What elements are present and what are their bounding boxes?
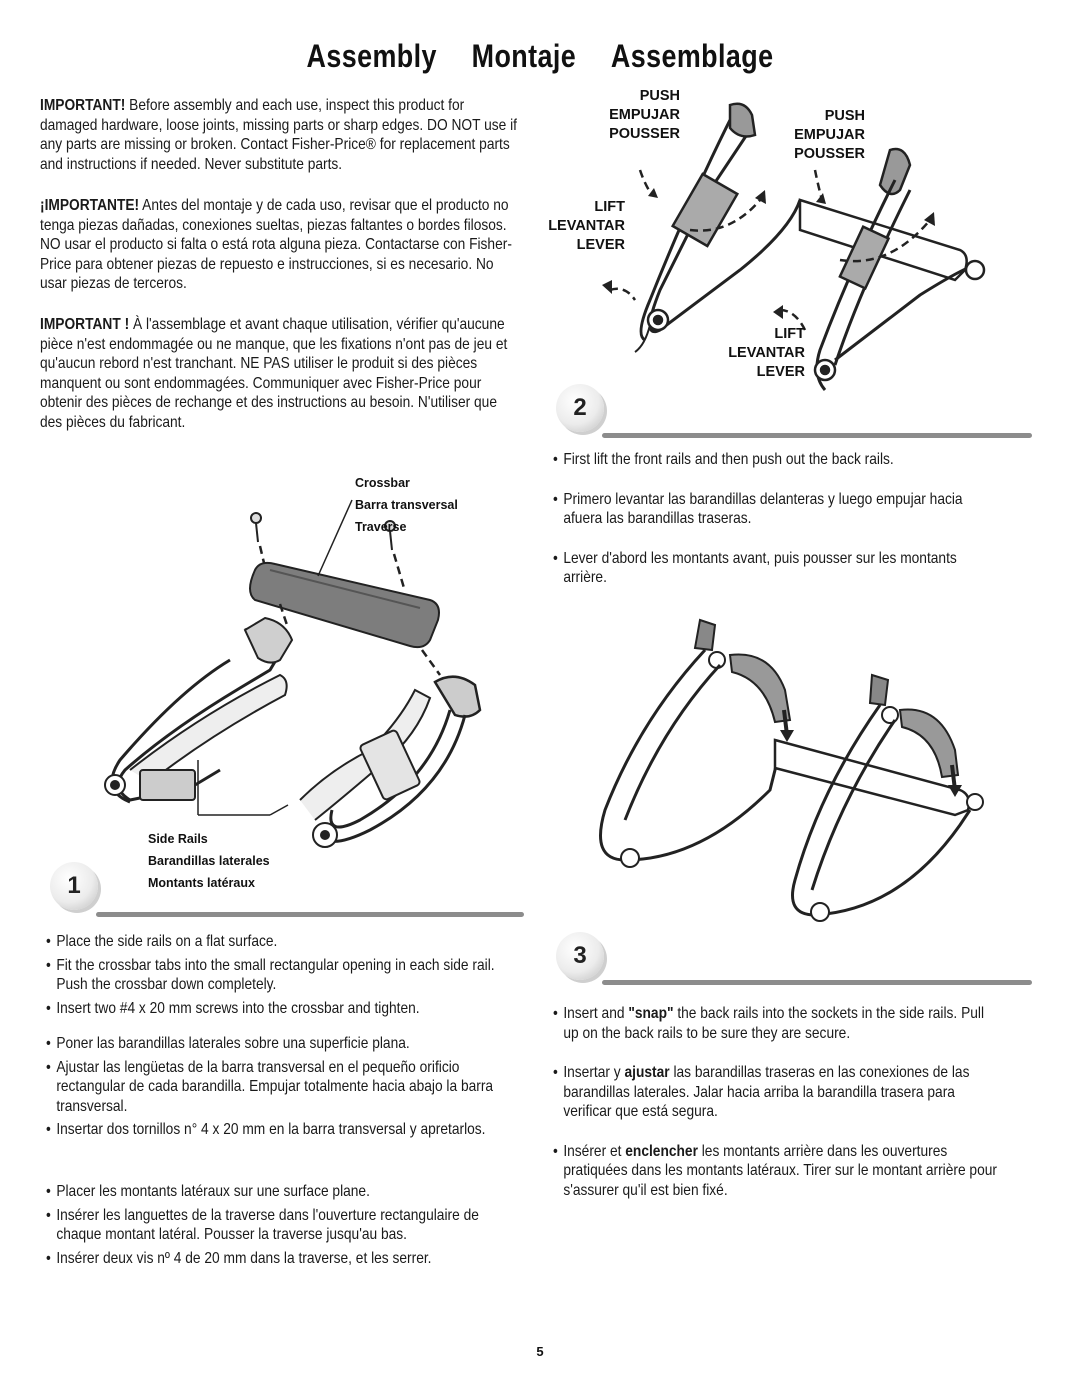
step3-en-bold: "snap" — [628, 1005, 674, 1022]
warning-spanish-lead: ¡IMPORTANTE! — [40, 197, 140, 214]
title-english: Assembly — [306, 38, 437, 74]
step1-bullets-french: Placer les montants latéraux sur une sur… — [46, 1182, 591, 1268]
step2-illustration — [602, 102, 986, 391]
warning-spanish-text: Antes del montaje y de cada uso, revisar… — [40, 197, 512, 292]
step2-divider — [602, 433, 1032, 438]
screw-left-icon — [250, 512, 262, 543]
crossbar-label-es: Barra transversal — [355, 498, 458, 512]
push-label-left: PUSH EMPUJAR POUSSER — [605, 87, 680, 144]
list-item: Insérer deux vis nº 4 de 20 mm dans la t… — [46, 1249, 515, 1269]
crossbar-label-fr: Traverse — [355, 520, 407, 534]
crossbar-label: Crossbar Barra transversal Traverse — [355, 472, 458, 538]
list-item: Lever d'abord les montants avant, puis p… — [553, 549, 1000, 588]
push-label-right-fr: POUSSER — [794, 146, 865, 162]
push-label-right: PUSH EMPUJAR POUSSER — [790, 107, 865, 164]
step3-illustration — [599, 618, 984, 922]
step3-divider — [602, 980, 1032, 985]
list-item: Place the side rails on a flat surface. — [46, 932, 510, 952]
lift-label-right-fr: LEVER — [756, 364, 805, 380]
list-item: Insertar y ajustar las barandillas trase… — [553, 1063, 1000, 1122]
warning-english-lead: IMPORTANT! — [40, 97, 126, 114]
lift-label-left-fr: LEVER — [576, 237, 625, 253]
list-item: Placer les montants latéraux sur une sur… — [46, 1182, 515, 1202]
crossbar-label-en: Crossbar — [355, 476, 410, 490]
step3-es-bold: ajustar — [624, 1064, 670, 1081]
title-french: Assemblage — [610, 38, 774, 74]
step3-bullets: Insert and "snap" the back rails into th… — [553, 1004, 1073, 1200]
step3-fr-post: les montants arrière dans les ouvertures… — [563, 1142, 997, 1199]
step2-number-badge: 2 — [556, 384, 604, 432]
lift-label-left: LIFT LEVANTAR LEVER — [545, 198, 625, 255]
step1-bullets-spanish: Poner las barandillas laterales sobre un… — [46, 1034, 566, 1140]
side-rails-label-fr: Montants latéraux — [148, 876, 255, 890]
list-item: Insert two #4 x 20 mm screws into the cr… — [46, 999, 510, 1019]
list-item: Fit the crossbar tabs into the small rec… — [46, 956, 510, 995]
step3-es-pre: Insertar y — [563, 1064, 625, 1081]
side-rails-label-es: Barandillas laterales — [148, 854, 270, 868]
side-rails-label-en: Side Rails — [148, 832, 208, 846]
step2-bullets: First lift the front rails and then push… — [553, 450, 1073, 588]
side-rails-label: Side Rails Barandillas laterales Montant… — [148, 828, 270, 894]
push-label-right-es: EMPUJAR — [794, 127, 865, 143]
page-title: Assembly Montaje Assemblage — [86, 38, 993, 75]
push-label-left-fr: POUSSER — [609, 126, 680, 142]
warning-french-lead: IMPORTANT ! — [40, 316, 130, 333]
lift-label-right-en: LIFT — [774, 326, 805, 342]
push-label-left-en: PUSH — [639, 88, 680, 104]
step3-es-post: las barandillas traseras en las conexion… — [563, 1064, 970, 1120]
list-item: First lift the front rails and then push… — [553, 450, 1000, 470]
page-number: 5 — [536, 1344, 544, 1359]
step1-bullets-english: Place the side rails on a flat surface. … — [46, 932, 586, 1018]
list-item: Insérer les languettes de la traverse da… — [46, 1206, 515, 1245]
list-item: Ajustar las lengüetas de la barra transv… — [46, 1058, 493, 1117]
list-item: Insert and "snap" the back rails into th… — [553, 1004, 1000, 1043]
list-item: Primero levantar las barandillas delante… — [553, 490, 1000, 529]
step3-en-pre: Insert and — [563, 1005, 629, 1022]
title-spanish: Montaje — [471, 38, 577, 74]
lift-label-right: LIFT LEVANTAR LEVER — [725, 325, 805, 382]
push-label-left-es: EMPUJAR — [609, 107, 680, 123]
warning-french: IMPORTANT ! À l'assemblage et avant chaq… — [40, 315, 600, 432]
step3-number-badge: 3 — [556, 932, 604, 980]
lift-label-left-en: LIFT — [594, 199, 625, 215]
step3-en-post: the back rails into the sockets in the s… — [563, 1005, 985, 1042]
screw-right-icon — [384, 520, 396, 551]
lift-label-right-es: LEVANTAR — [728, 345, 805, 361]
list-item: Insertar dos tornillos n° 4 x 20 mm en l… — [46, 1120, 493, 1140]
step1-number-badge: 1 — [50, 862, 98, 910]
warning-english-text: Before assembly and each use, inspect th… — [40, 97, 517, 173]
step3-fr-bold: enclencher — [625, 1142, 698, 1160]
lift-label-left-es: LEVANTAR — [548, 218, 625, 234]
list-item: Insérer et enclencher les montants arriè… — [553, 1142, 1000, 1201]
push-label-right-en: PUSH — [824, 108, 865, 124]
warning-english: IMPORTANT! Before assembly and each use,… — [40, 96, 600, 174]
step3-fr-pre: Insérer et — [563, 1142, 626, 1160]
step1-divider — [96, 912, 524, 917]
list-item: Poner las barandillas laterales sobre un… — [46, 1034, 493, 1054]
step1-illustration — [104, 499, 482, 848]
warning-spanish: ¡IMPORTANTE! Antes del montaje y de cada… — [40, 196, 600, 294]
warning-french-text: À l'assemblage et avant chaque utilisati… — [40, 316, 508, 431]
